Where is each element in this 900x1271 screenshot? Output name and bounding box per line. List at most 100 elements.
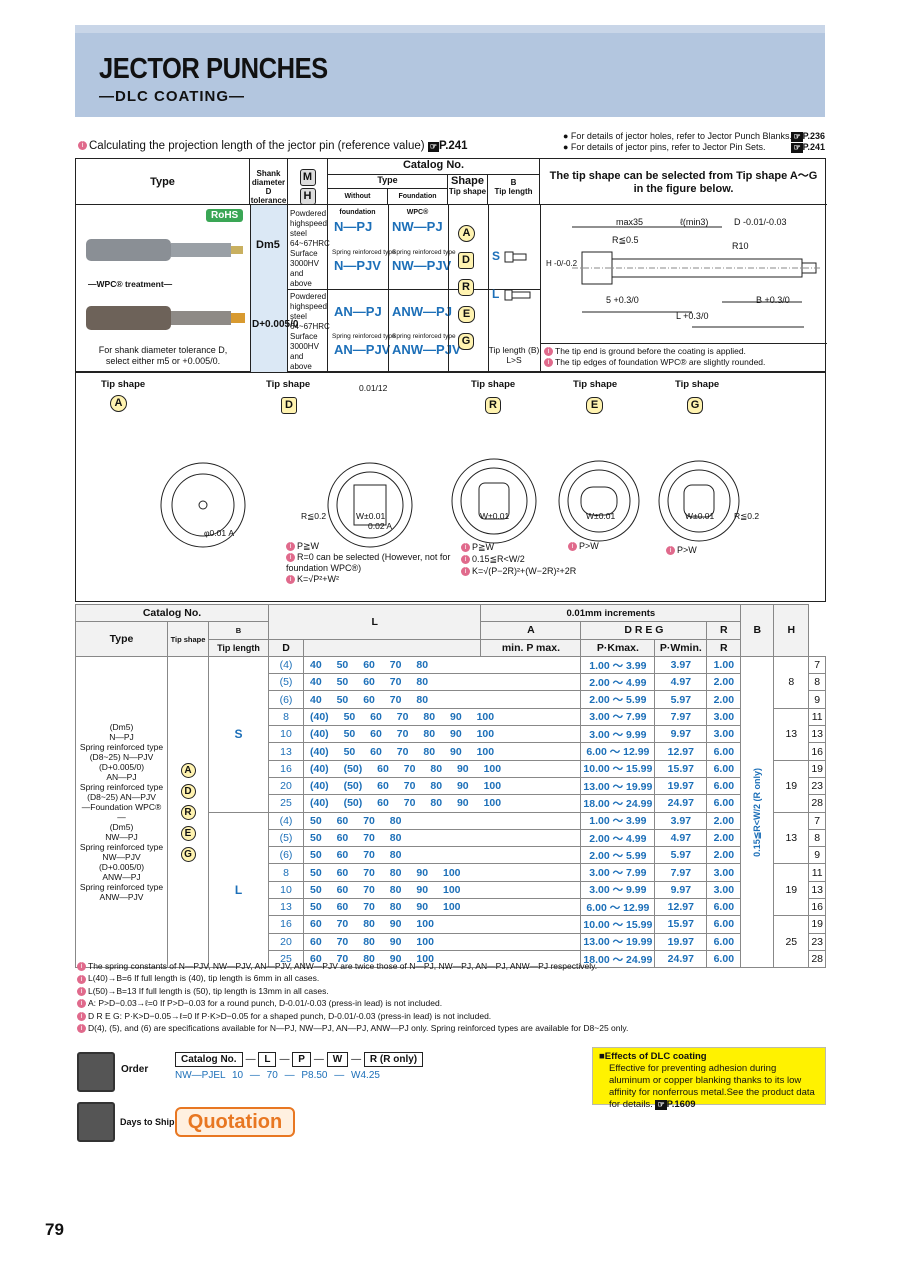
tip-g-icon: G	[687, 397, 703, 414]
ex-p: P8.50	[301, 1070, 328, 1081]
minp-cell: 2.00 ～ 4.99	[580, 828, 656, 848]
pk-cell: 12.97	[654, 898, 708, 917]
fn-1: The spring constants of N—PJV, NW—PJV, A…	[88, 961, 598, 971]
pw-cell: 2.00	[706, 846, 742, 865]
d-note-1: P≧W	[297, 541, 320, 551]
th-type: Type	[75, 621, 168, 657]
phone-icon	[77, 1052, 115, 1092]
d-cell: 16	[268, 915, 304, 934]
minp-cell: 3.00 ～ 7.99	[580, 707, 656, 727]
minp-cell: 10.00 ～ 15.99	[580, 759, 656, 778]
spring-label: Spring reinforced type	[332, 249, 396, 256]
dim-5: 5 +0.3/0	[606, 295, 639, 305]
pk-cell: 9.97	[654, 880, 708, 900]
pw-cell: 6.00	[706, 776, 742, 796]
pw-cell: 3.00	[706, 707, 742, 727]
h-cell: 28	[808, 949, 826, 969]
th-d: D	[268, 638, 304, 657]
punch-image-wpc	[86, 306, 245, 330]
th-l: L	[267, 604, 482, 640]
th-catalog: Catalog No.	[75, 603, 269, 623]
truck-icon	[77, 1102, 115, 1142]
shape-e-icon: E	[458, 306, 475, 323]
m-icon: M	[299, 169, 316, 186]
h-icon: H	[299, 188, 316, 205]
pk-cell: 5.97	[654, 846, 708, 865]
tip-d-icon: D	[281, 397, 297, 414]
minp-cell: 2.00 ～ 5.99	[580, 846, 656, 865]
dimension-table: Catalog No. L 0.01mm increments B H Type…	[75, 603, 826, 969]
d-cell: (4)	[268, 655, 304, 675]
ref-notes: ● For details of jector holes, refer to …	[563, 131, 825, 153]
h-cell: 16	[808, 898, 826, 917]
pk-cell: 19.97	[654, 932, 708, 951]
d-note-3: K=√P²+W²	[297, 574, 339, 584]
shape-h: Shape	[450, 175, 484, 187]
shape-a-icon: A	[180, 762, 196, 778]
foundation-wpc: Foundation WPC®	[388, 189, 448, 216]
ex-cat: NW—PJEL 10	[175, 1070, 244, 1081]
b-cell: 13	[773, 811, 810, 865]
tip-s-icon	[504, 251, 527, 263]
cat-nw-pj: NW—PJ	[392, 219, 443, 234]
pw-cell: 6.00	[706, 932, 742, 951]
dplus: D+0.005/0	[252, 319, 299, 330]
d-cell: 13	[268, 742, 304, 761]
tipshape-g-label: Tip shape	[675, 379, 720, 390]
l-cell: 60 70 80 90 100	[302, 915, 582, 934]
dim-r10: R10	[732, 241, 749, 251]
dlc-box: ■Effects of DLC coating Effective for pr…	[592, 1047, 826, 1110]
r-note-2: 0.15≦R<W/2	[472, 554, 525, 564]
cat-nw-pjv: NW—PJV	[392, 258, 452, 273]
minp-cell: 3.00 ～ 7.99	[580, 863, 656, 882]
d-cell: 20	[268, 776, 304, 796]
ex-sep: —	[249, 1070, 260, 1081]
type-line: (Dm5)	[109, 822, 134, 833]
minp-cell: 1.00 ～ 3.99	[580, 655, 656, 675]
th-minp: min. P max.	[480, 638, 582, 657]
order-catalog: Catalog No.	[175, 1052, 243, 1067]
l-cell: 60 70 80 90 100	[302, 949, 582, 969]
h-cell: 8	[808, 828, 826, 848]
pw-cell: 6.00	[706, 898, 742, 917]
r-note-1: P≧W	[472, 542, 495, 552]
parallel-tol: 0.01/12	[359, 383, 388, 393]
d-cell: 20	[268, 932, 304, 951]
spring-label: Spring reinforced type	[332, 333, 396, 340]
dim-r05: R≦0.5	[612, 235, 639, 245]
l-cell: (40) (50) 60 70 80 90 100	[302, 776, 582, 796]
type-line: NW—PJV	[102, 852, 141, 863]
w-r: W±0.01	[480, 511, 510, 521]
h-cell: 7	[808, 655, 826, 675]
type-line: Spring reinforced type	[79, 742, 164, 753]
type-line: AN—PJ	[106, 772, 137, 783]
e-note: P>W	[579, 541, 599, 551]
tiplen-s: S	[208, 655, 269, 813]
cat-n-pj: N—PJ	[334, 219, 373, 234]
cat-an-pj: AN—PJ	[334, 304, 382, 319]
d-cell: 13	[268, 898, 304, 917]
order-form: Catalog No.— L— P— W— R (R only) NW—PJEL…	[175, 1052, 426, 1081]
th-l-blank	[302, 638, 482, 657]
pw-cell: 3.00	[706, 725, 742, 744]
h-cell: 9	[808, 690, 826, 709]
h-cell: 19	[808, 759, 826, 778]
th-pw: P·Wmin.	[654, 638, 708, 657]
cat-anw-pj: ANW—PJ	[392, 304, 452, 319]
th-r2: R	[706, 638, 742, 657]
l-cell: (40) (50) 60 70 80 90 100	[302, 759, 582, 778]
d-cell: 8	[268, 863, 304, 882]
tip-note-1: The tip end is ground before the coating…	[555, 346, 746, 356]
pk-cell: 24.97	[654, 949, 708, 969]
d-cell: 25	[268, 794, 304, 813]
shape-d-icon: D	[458, 252, 474, 269]
page-number: 79	[45, 1220, 64, 1239]
page-subtitle: —DLC COATING—	[99, 88, 246, 105]
